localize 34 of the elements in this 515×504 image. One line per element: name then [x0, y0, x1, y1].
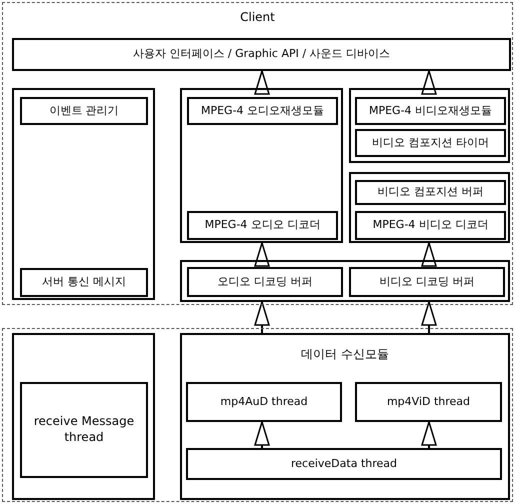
module-panel	[180, 333, 510, 500]
arrow	[254, 242, 270, 267]
module-box: 비디오 컴포지션 타이머	[355, 129, 506, 157]
dashed-region	[2, 2, 513, 305]
arrow	[254, 70, 270, 95]
thread-box: mp4ViD thread	[355, 382, 502, 422]
dashed-region	[2, 328, 513, 502]
panel	[12, 88, 155, 300]
arrow	[421, 70, 437, 95]
module-box: 서버 통신 메시지	[20, 268, 148, 297]
module-box: MPEG-4 오디오재생모듈	[187, 97, 338, 125]
arrow	[421, 421, 437, 448]
arrow	[254, 421, 270, 448]
panel	[12, 333, 155, 500]
arrow	[254, 301, 270, 333]
arrow	[421, 301, 437, 333]
panel	[180, 88, 343, 243]
panel-title: Client	[239, 10, 276, 24]
panel	[349, 88, 510, 163]
buffer-box: 비디오 디코딩 버퍼	[349, 267, 505, 297]
module-box: MPEG-4 비디오재생모듈	[355, 97, 506, 125]
thread-box: receiveData thread	[186, 448, 502, 480]
thread-box: receive Message thread	[20, 382, 148, 478]
interface-bar: 사용자 인터페이스 / Graphic API / 사운드 디바이스	[12, 38, 511, 71]
thread-box: mp4AuD thread	[186, 382, 342, 422]
arrow	[421, 242, 437, 267]
buffer-box: 오디오 디코딩 버퍼	[187, 267, 343, 297]
module-box: 비디오 컴포지션 버퍼	[355, 180, 506, 205]
panel-title: 데이터 수신모듈	[300, 346, 390, 363]
module-box: MPEG-4 오디오 디코더	[187, 211, 338, 240]
panel	[349, 172, 510, 243]
module-box: MPEG-4 비디오 디코더	[355, 211, 506, 240]
module-box: 이벤트 관리기	[20, 97, 148, 125]
panel	[180, 260, 510, 302]
